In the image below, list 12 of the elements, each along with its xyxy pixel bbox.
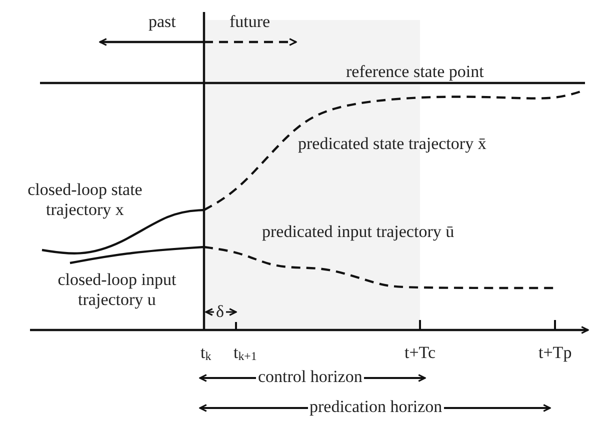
annotation-text: closed-loop state trajectory x [26, 180, 144, 220]
annotation-text: closed-loop input trajectory u [56, 270, 178, 310]
annotation-text: predicated state trajectory x̄ [298, 134, 486, 154]
annotation-text: predication horizon [308, 397, 444, 417]
annotation-text: predicated input trajectory ū [262, 222, 454, 242]
tick-label: t$_{k+1}$ [234, 343, 257, 364]
annotation-text: future [230, 12, 270, 32]
annotation-text: reference state point [346, 62, 484, 82]
tick-label: t+Tc [404, 343, 436, 363]
tick-label: t$_{k}$ [200, 343, 212, 364]
annotation-text: past [148, 12, 176, 32]
tick-label: t+Tp [538, 343, 572, 363]
